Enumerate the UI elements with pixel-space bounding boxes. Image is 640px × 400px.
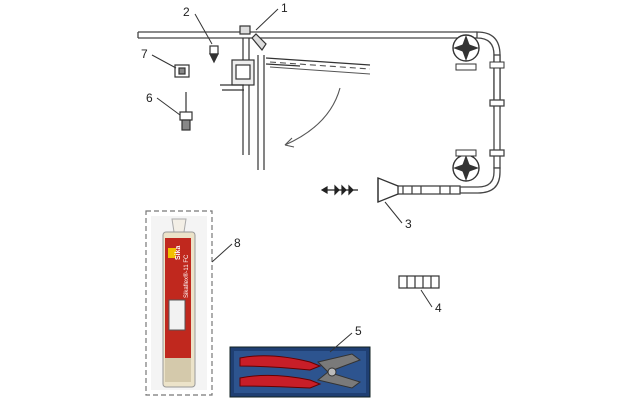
callout-6: 6 [146,91,153,105]
bottom-pipe [394,185,461,195]
swing-arm-dashed [269,61,371,148]
leader-lines [151,8,433,353]
funnel-outlet [377,177,399,203]
callout-7: 7 [141,47,148,61]
fan-valve-lower [452,149,480,182]
fan-valve-upper [452,34,505,71]
nut-7 [174,64,190,78]
mount-assembly [220,25,371,170]
cartridge-brand-text: Sika [175,245,182,260]
callout-8: 8 [234,236,241,250]
pliers [239,353,362,389]
bolt-6 [179,92,193,131]
callout-3: 3 [405,217,412,231]
top-rail [137,31,477,39]
cartridge-product-text: Sikaflex®-11 FC [183,254,190,298]
callout-2: 2 [183,5,190,19]
callout-5: 5 [355,324,362,338]
sealant-cartridge: Sika Sikaflex®-11 FC [162,218,196,388]
right-vertical-pipe [489,54,505,169]
screw-2 [209,45,219,64]
callout-1: 1 [281,1,288,15]
anchor-screw [320,184,358,196]
callout-4: 4 [435,301,442,315]
connector-4 [398,275,440,289]
